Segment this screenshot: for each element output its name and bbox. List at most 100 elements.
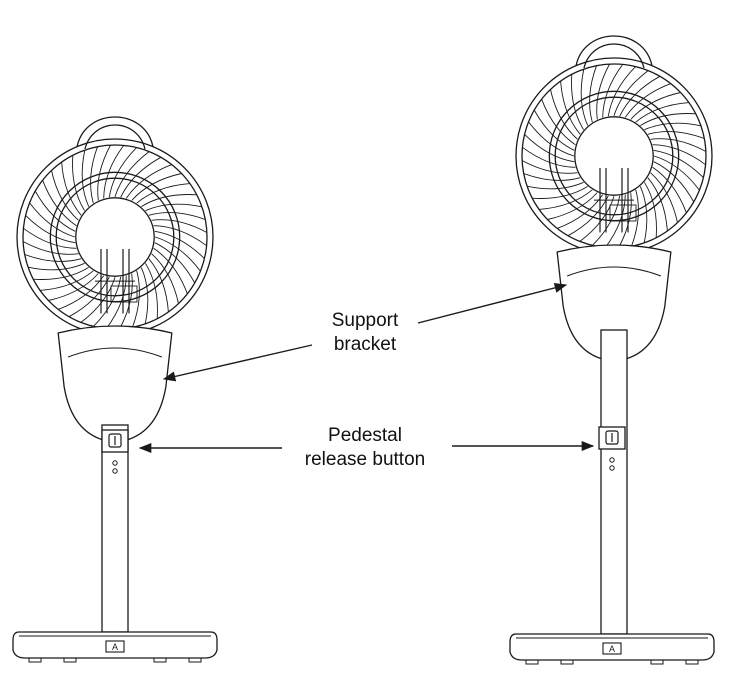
grille-spoke [650,138,707,152]
grille-spoke [25,215,76,244]
grille-spoke [81,150,90,207]
carry-handle-inner [583,43,645,69]
grille-spoke [155,236,201,272]
base-foot [525,659,539,665]
pedestal-release-button-label: Pedestal release button [290,424,440,472]
internal-rods [594,168,637,233]
grille-spoke [23,227,77,249]
grille-spoke [108,147,137,198]
support-bracket-label: Support bracket [300,309,430,357]
grille-spoke [607,66,636,117]
grille-spoke [589,65,597,123]
internal-rods [95,249,138,314]
base-badge [105,640,125,653]
grille-spoke [33,267,89,280]
outer-grille [515,57,713,255]
inner-opening [75,197,155,277]
base-badge [602,642,622,655]
grille-spoke [148,212,206,220]
carry-handle-inner [84,124,146,150]
carry-handle [575,35,653,67]
grille-spoke [153,225,207,247]
inner-opening [574,116,654,196]
grille-spoke [602,64,624,118]
grille-spoke [596,63,610,120]
grille-spoke [120,156,162,198]
support-bracket-arrow-left [162,344,313,382]
fan-extended: A [509,35,715,665]
grille-spoke [151,219,208,233]
base-foot [685,659,699,665]
grille-spoke [145,263,158,319]
grille-spoke [640,113,696,126]
grille-spoke [42,180,77,227]
grille-spoke [647,177,668,231]
carry-handle [76,116,154,148]
grille-spoke [533,109,575,151]
base-foot [153,657,167,663]
grille-spoke [613,70,649,116]
screw [609,465,615,471]
screw [112,468,118,474]
grille-spoke [652,166,687,213]
grille-spoke [528,121,574,157]
grille-spoke [624,83,671,118]
grille-spoke [40,270,94,291]
grille-spokes [521,63,707,249]
grille-spoke [24,254,82,262]
grille-spoke [619,75,661,117]
grille-spoke [547,192,598,220]
grille-spoke [28,262,85,271]
grille-spoke [136,183,190,204]
grille-spoke [524,134,575,163]
grille-spokes [22,144,208,330]
base-foot [560,659,574,665]
grille-spoke [550,89,578,140]
support-bracket-label-line1: Support [331,310,399,331]
screw [112,460,118,466]
motor-housing [110,285,138,303]
support-bracket [556,244,672,361]
grille-spoke [153,247,188,294]
fan-lowered: A [12,116,218,663]
support-bracket-lip [566,266,662,277]
grille-spoke [51,170,79,221]
grille-spoke [154,230,205,259]
grille-spoke [647,131,705,139]
base-foot [63,657,77,663]
grille-spoke [635,102,689,123]
pedestal-release-label-line1: Pedestal [328,425,402,446]
outer-grille [16,138,214,336]
grille-spoke [527,181,584,190]
grille-spoke [97,144,111,201]
grille-spoke [571,74,584,130]
grille-spoke [654,155,700,191]
grille-spoke [114,151,150,197]
grille-spoke [154,242,196,284]
base-foot [650,659,664,665]
middle-ring [548,90,680,222]
support-bracket-lip [67,347,163,358]
grille-spoke [580,69,589,126]
grille-spoke [532,186,588,199]
grille-spoke [523,173,581,181]
grille-spoke [521,160,578,174]
grille-spoke [72,155,85,211]
grille-spoke [644,122,701,131]
grille-spoke [140,267,149,324]
grille-spoke [630,92,681,120]
grille-spoke [653,149,704,178]
grille-spoke [61,162,82,216]
base-badge-text: A [609,644,615,654]
grille-spoke [131,173,182,201]
motor-housing [609,204,637,222]
grille-spoke [90,146,98,204]
base-badge-text: A [112,642,118,652]
grille-spoke [125,164,172,199]
support-bracket-arrow-right [417,282,568,324]
pedestal-pole [600,329,628,635]
grille-spoke [653,161,695,203]
grille-spoke [34,190,76,232]
